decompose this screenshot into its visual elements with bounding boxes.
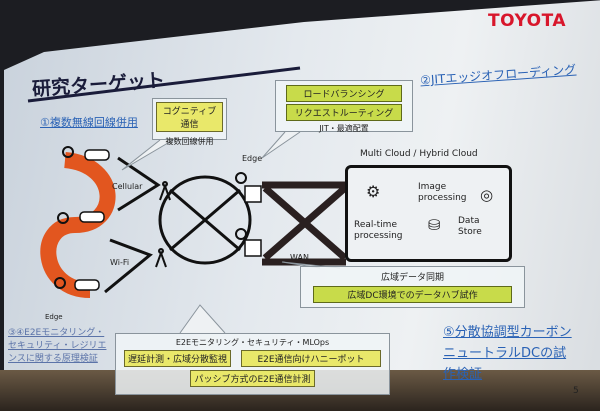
cognitive-callout: コグニティブ通信 複数回線併用 bbox=[152, 98, 227, 146]
gears-icon: ⚙ bbox=[366, 182, 381, 201]
data-hub-tag: 広域DC環境でのデータハブ試作 bbox=[313, 286, 512, 303]
wan-label: WAN bbox=[290, 253, 309, 262]
mesh-link bbox=[169, 188, 241, 252]
title-underline bbox=[27, 66, 301, 103]
edge-label-bottom: Edge bbox=[45, 313, 63, 321]
realtime-label: Real-time processing bbox=[354, 220, 403, 241]
callout-pointer bbox=[179, 304, 226, 334]
edge-server-icon bbox=[244, 185, 262, 203]
sync-callout: 広域データ同期 広域DC環境でのデータハブ試作 bbox=[300, 266, 525, 308]
monitoring-title: E2Eモニタリング・セキュリティ・MLOps bbox=[175, 338, 330, 347]
load-balancing-tag: ロードバランシング bbox=[286, 85, 402, 102]
cloud-box: ⚙ Real-time processing Image processing … bbox=[345, 165, 512, 262]
callout-text: JIT・最適配置 bbox=[319, 124, 369, 133]
page-number: 5 bbox=[573, 386, 579, 396]
gear-icon bbox=[57, 212, 69, 224]
item5-link[interactable]: ⑤分散協調型カーボンニュートラルDCの試作検証 bbox=[443, 325, 572, 382]
gear-icon bbox=[62, 146, 74, 158]
wan-links bbox=[262, 181, 348, 266]
edge-server-icon bbox=[244, 239, 262, 257]
toyota-logo: TOYOTA bbox=[488, 11, 567, 31]
wifi-link bbox=[104, 238, 153, 294]
jit-callout: ロードバランシング リクエストルーティング JIT・最適配置 bbox=[275, 80, 413, 133]
item34-link[interactable]: ③④E2Eモニタリング・セキュリティ・レジリエンスに関する原理検証 bbox=[8, 328, 107, 364]
latency-tag: 遅延計測・広域分散監視 bbox=[124, 350, 232, 367]
callout-pointer bbox=[121, 139, 174, 171]
database-icon: ⛁ bbox=[428, 216, 441, 234]
honeypot-tag: E2E通信向けハニーポット bbox=[241, 350, 381, 367]
cellular-link bbox=[117, 156, 161, 212]
car-icon bbox=[79, 211, 105, 223]
gear-icon bbox=[235, 228, 247, 240]
car-icon bbox=[84, 149, 110, 161]
callout-text: 複数回線併用 bbox=[165, 137, 214, 146]
edge-label: Edge bbox=[242, 154, 263, 163]
passive-tag: パッシブ方式のE2E通信計測 bbox=[190, 370, 315, 387]
cognitive-tag: コグニティブ通信 bbox=[156, 102, 223, 132]
monitoring-callout: E2Eモニタリング・セキュリティ・MLOps 遅延計測・広域分散監視 E2E通信… bbox=[115, 333, 390, 395]
request-routing-tag: リクエストルーティング bbox=[286, 104, 402, 121]
network-circle bbox=[158, 175, 252, 265]
wifi-label: Wi-Fi bbox=[110, 258, 130, 267]
sync-title: 広域データ同期 bbox=[380, 273, 444, 283]
edge-curve bbox=[40, 152, 116, 298]
gear-icon bbox=[235, 172, 247, 184]
gear-icon bbox=[54, 277, 66, 289]
callout-pointer bbox=[261, 131, 301, 159]
item1-link[interactable]: ①複数無線回線併用 bbox=[40, 116, 138, 129]
cloud-title: Multi Cloud / Hybrid Cloud bbox=[360, 149, 478, 159]
antenna-icon bbox=[155, 248, 167, 268]
image-label: Image processing bbox=[418, 182, 467, 203]
disc-icon: ◎ bbox=[480, 186, 494, 204]
car-icon bbox=[74, 279, 100, 291]
cellular-label: Cellular bbox=[112, 182, 143, 191]
antenna-icon bbox=[159, 181, 171, 201]
data-store-label: Data Store bbox=[458, 216, 482, 237]
